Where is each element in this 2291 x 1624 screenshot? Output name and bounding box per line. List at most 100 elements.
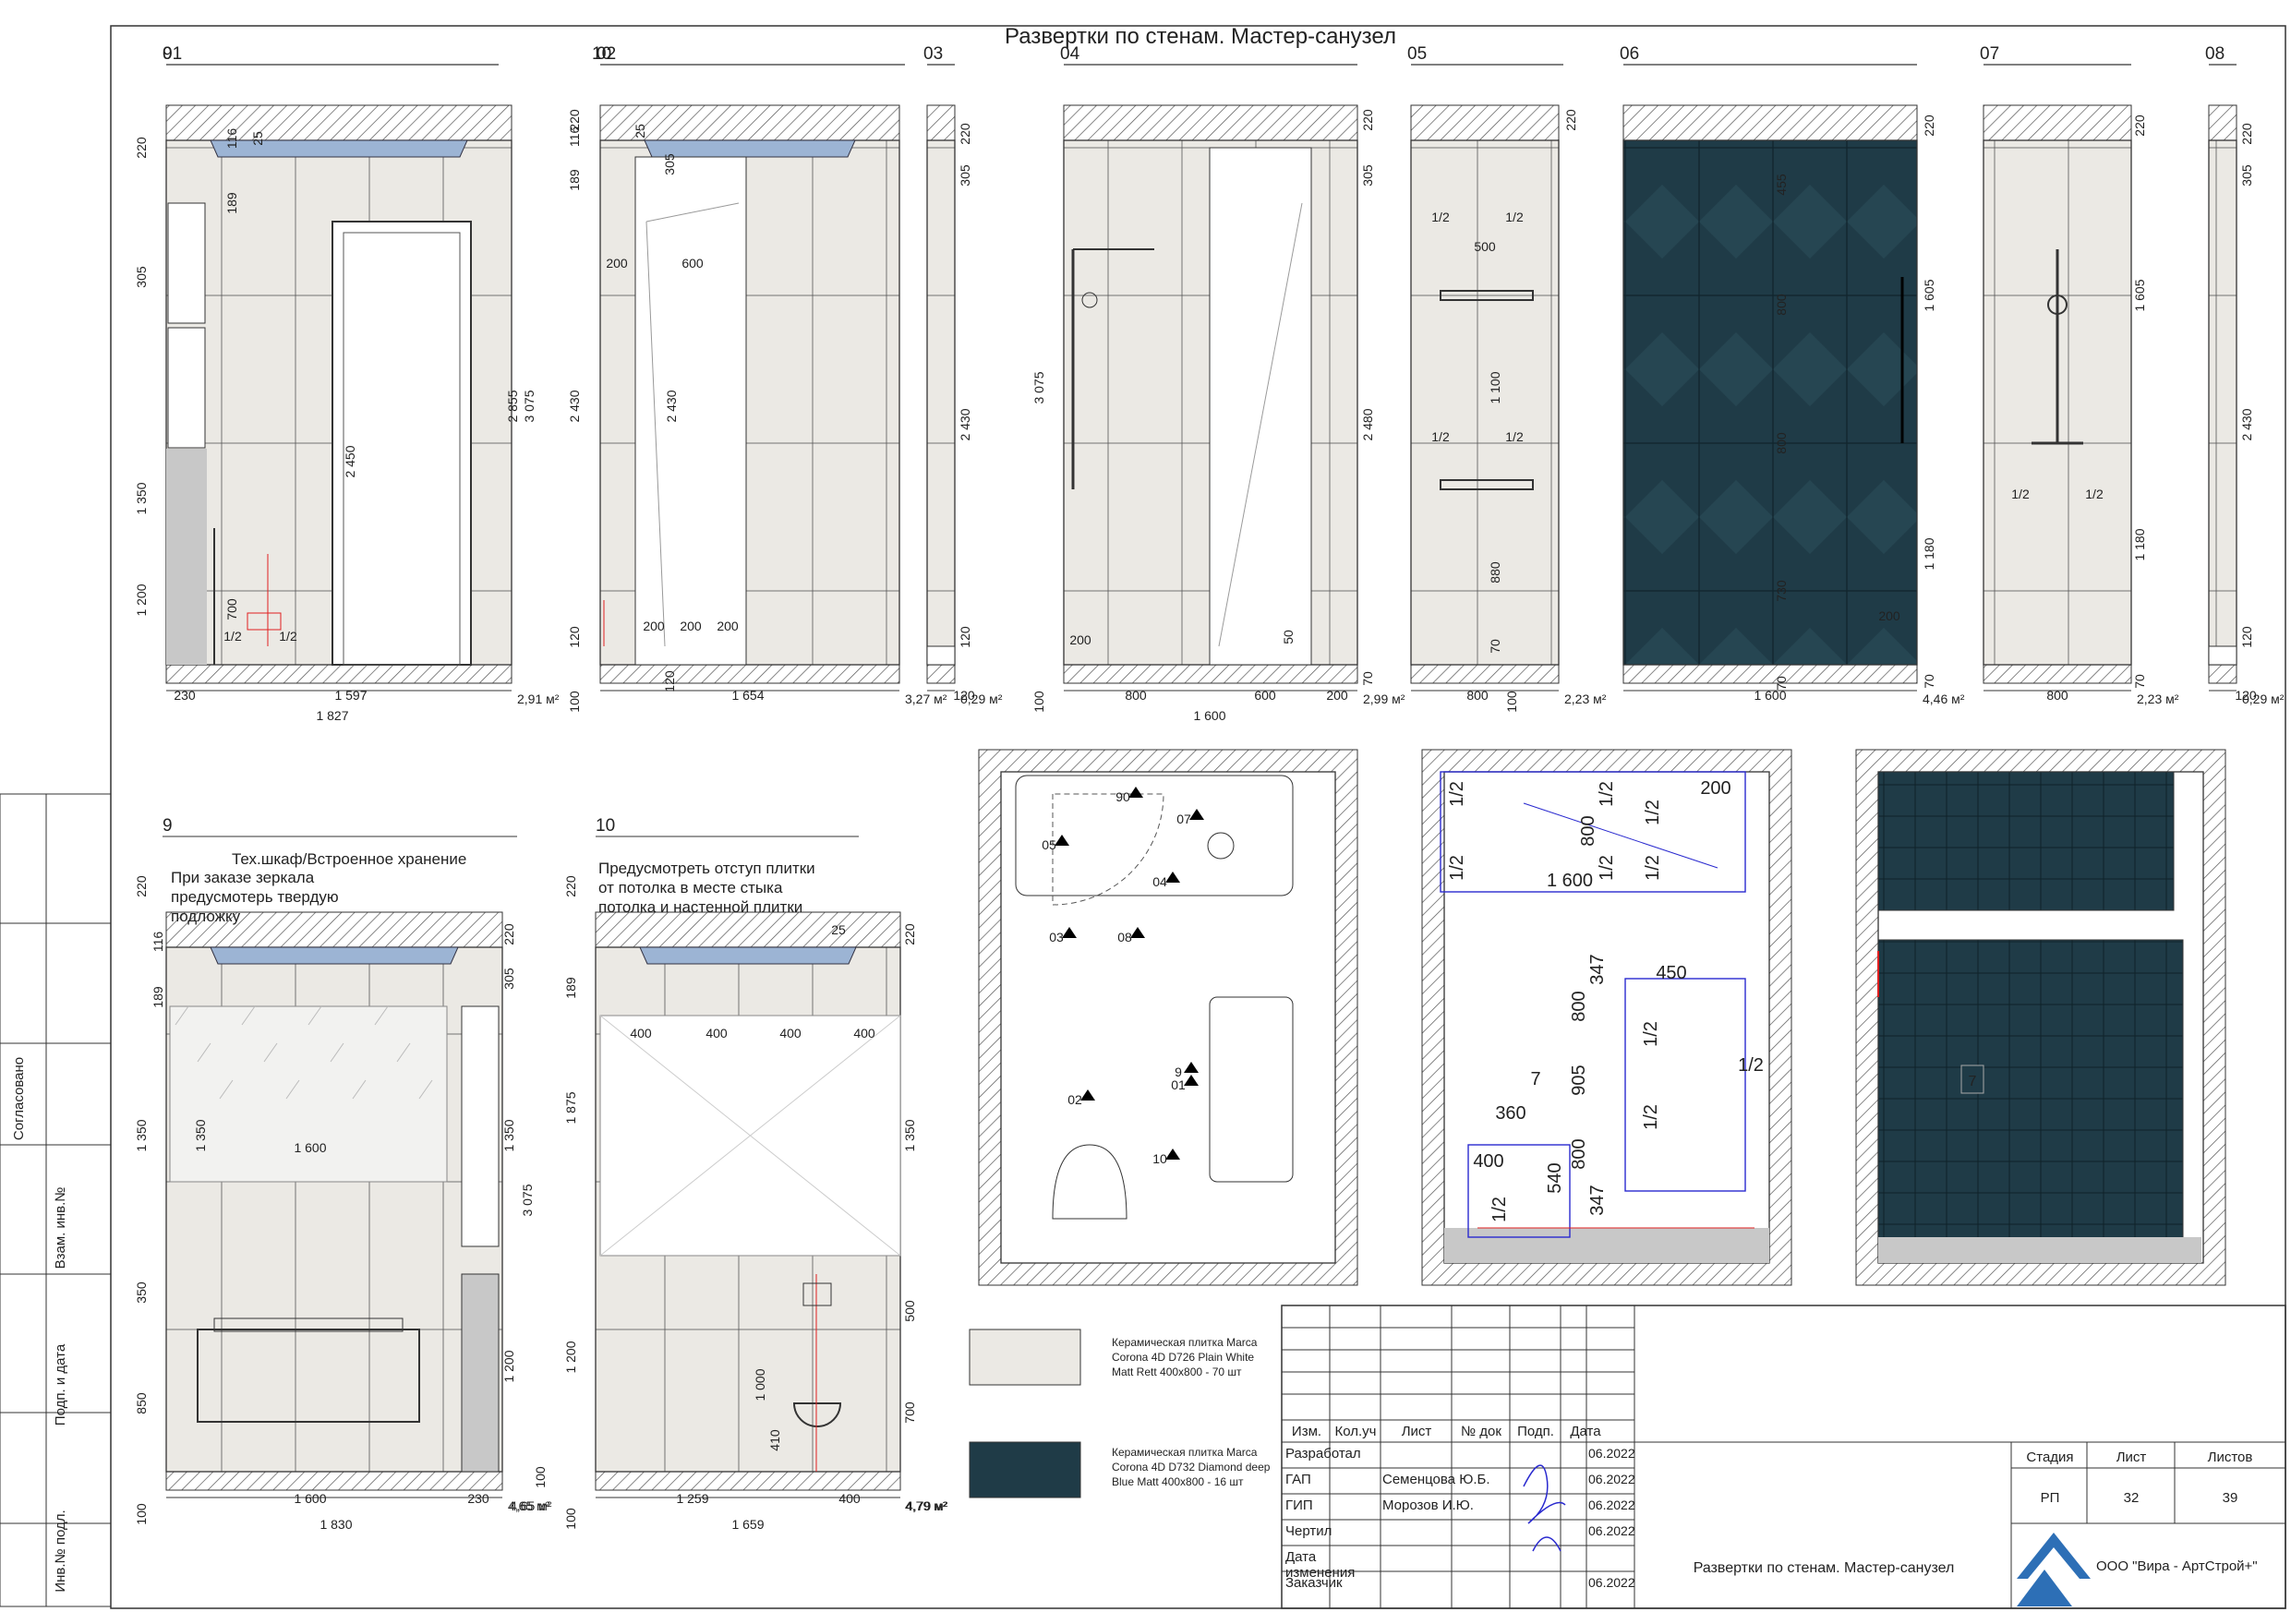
wardrobe-note: Тех.шкаф/Встроенное хранение [232,850,467,868]
dimension-label: 800 [1125,688,1147,703]
dimension-label: 1 597 [334,688,367,703]
title-role: Разработал [1285,1446,1361,1462]
floor-gray [1878,1237,2201,1263]
stamp-frame [0,793,112,1607]
wall-surface [2208,139,2237,666]
dimension-label: 400 [779,1026,802,1041]
dimension-label: 25 [831,922,846,937]
towel-rail [1440,290,1534,301]
dimension-label: 120 [2239,626,2254,648]
dimension-label: 120 [958,626,972,648]
dimension-label: 3 075 [520,1184,535,1216]
dimension-label: 347 [1587,954,1608,984]
socket-block [247,612,282,631]
dimension-label: 100 [1031,691,1046,713]
dimension-label: 220 [958,123,972,145]
view-label: 04 [1060,44,1080,64]
dimension-label: 2 430 [567,390,582,422]
view-label: 05 [1407,44,1427,64]
floor-slab [1063,664,1358,684]
title-role: Чертил [1285,1523,1332,1539]
plan-blue-outline [1440,771,1746,893]
shower-head [2047,295,2068,315]
floor-slab [1983,664,2132,684]
dimension-label: 700 [224,598,239,620]
ceiling-strip [210,139,468,158]
dimension-label: 500 [902,1300,917,1322]
title-block-frame [1281,1305,2286,1609]
dimension-label: 1 600 [1193,708,1225,723]
dimension-label: 120 [953,688,975,703]
area-label: 0,29 м² [960,692,1003,706]
dimension-label: 220 [1563,109,1578,131]
dimension-label: 305 [134,266,149,288]
dimension-label: 1 605 [1922,279,1936,311]
plan-label: 7 [1969,1074,1977,1089]
view-label: 03 [923,44,943,64]
skirting [2208,645,2237,666]
area-label: 4,46 м² [1923,692,1965,706]
dimension-label: 1/2 [1431,210,1450,224]
view-label: 9 [163,816,173,836]
mirror-glare [352,1079,367,1100]
mirror-glare [197,1042,211,1063]
dimension-label: 400 [1473,1151,1503,1172]
dimension-label: 1 100 [1488,371,1502,403]
dimension-label: 1/2 [1505,210,1524,224]
shelf-niche [461,1005,500,1247]
dimension-label: 70 [1488,639,1502,654]
wall-surface [1622,139,1918,666]
section-marker-label: 02 [1067,1092,1082,1107]
ceiling-strip [639,946,857,965]
dimension-label: 1 350 [134,482,149,514]
title-name: Морозов И.Ю. [1382,1498,1474,1513]
floor-slab [165,1471,503,1491]
dimension-label: 400 [838,1491,861,1506]
dimension-label: 2 480 [1360,408,1375,440]
dimension-label: 200 [1878,608,1900,623]
mirror-glare [263,1042,278,1063]
dimension-label: 1/2 [1641,1104,1661,1130]
view-label: 01 [163,44,182,64]
dimension-label: 70 [1922,674,1936,689]
dimension-label: 347 [1587,1185,1608,1215]
dimension-label: 1/2 [1597,781,1617,807]
dimension-label: 400 [630,1026,652,1041]
title-header: Изм. [1291,1424,1322,1439]
title-header: Подп. [1517,1424,1554,1439]
dimension-label: 360 [1495,1103,1525,1124]
dimension-label: 800 [1774,294,1789,316]
section-marker [1184,1062,1199,1073]
dimension-label: 1 350 [134,1119,149,1151]
ceiling-slab [1063,104,1358,141]
dimension-label: 1 654 [731,688,764,703]
dimension-label: 1 659 [731,1517,764,1532]
dimension-label: 200 [680,619,702,633]
section-marker [1130,927,1145,938]
floor-gray [1444,1228,1769,1263]
dimension-label: 189 [224,192,239,214]
dimension-label: 305 [662,153,677,175]
door-leaf [343,232,461,666]
mirror-glare [175,1005,189,1026]
glass-door [1209,147,1312,666]
mirror-glare [219,1079,234,1100]
ceiling-slab [926,104,956,141]
dimension-label: 220 [134,137,149,159]
mirror-glare [396,1042,411,1063]
dimension-label: 200 [606,256,628,271]
sheets-label: Листов [2207,1450,2253,1465]
dim-diagonal [1523,802,1718,869]
title-name: Семенцова Ю.Б. [1382,1472,1490,1487]
dimension-label: 220 [563,875,578,897]
mirror-glare [307,1005,322,1026]
company-name: ООО "Вира - АртСтрой+" [2096,1558,2258,1574]
dimension-label: 120 [662,670,677,692]
dimension-label: 1/2 [1505,429,1524,444]
